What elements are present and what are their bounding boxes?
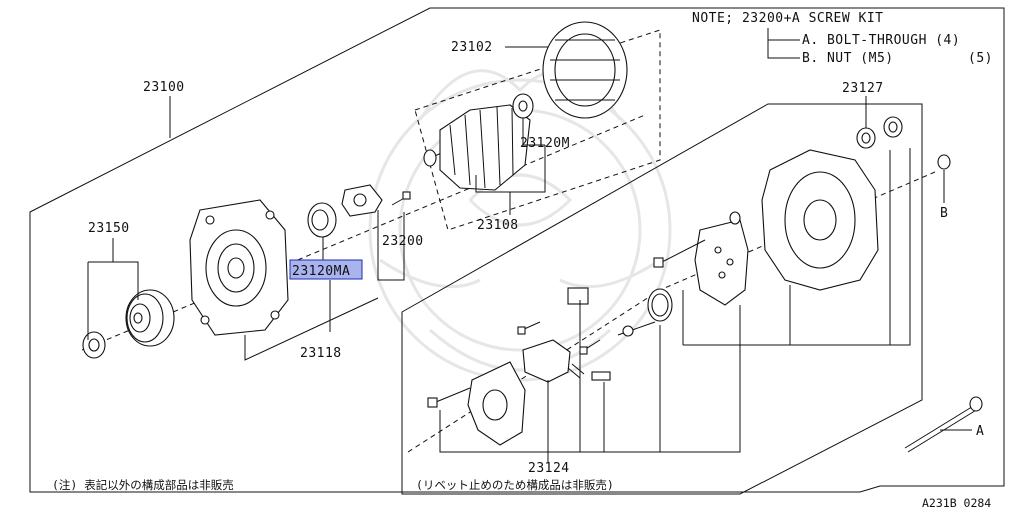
- rotor: [423, 104, 531, 191]
- callout-A: A: [976, 424, 984, 439]
- brush-parts: [567, 321, 656, 381]
- retainer-screw: [391, 191, 411, 206]
- note-bolt-through: A. BOLT-THROUGH (4): [802, 33, 960, 48]
- through-bolt-rear: [653, 239, 706, 268]
- part-23200[interactable]: 23200: [382, 234, 424, 249]
- callout-B: B: [940, 206, 948, 221]
- bearing-retainer: [341, 184, 383, 217]
- part-23150[interactable]: 23150: [88, 221, 130, 236]
- rectifier-plate: [694, 219, 749, 306]
- nut-B: [937, 154, 951, 170]
- rear-subassembly-boundary: [401, 103, 923, 495]
- leader-lines: [87, 28, 972, 462]
- assembly-boundary: [29, 7, 1005, 493]
- screw-kit-note: NOTE; 23200+A SCREW KIT A. BOLT-THROUGH …: [692, 11, 993, 66]
- part-23100[interactable]: 23100: [143, 80, 185, 95]
- o-ring: [647, 288, 673, 322]
- part-23120M[interactable]: 23120M: [520, 136, 570, 151]
- part-23127[interactable]: 23127: [842, 81, 884, 96]
- rear-spacer: [856, 127, 876, 149]
- front-bearing: [307, 202, 337, 238]
- part-23124[interactable]: 23124: [528, 461, 570, 476]
- footnote-left: (注) 表記以外の構成部品は非販売: [52, 478, 234, 492]
- note-nut-qty: (5): [968, 51, 993, 66]
- rear-nut: [883, 116, 903, 138]
- through-bolt-A: [904, 396, 983, 453]
- part-23120MA[interactable]: 23120MA: [292, 264, 350, 279]
- front-group-dashed: [81, 114, 646, 351]
- front-housing: [189, 199, 289, 336]
- part-23118[interactable]: 23118: [300, 346, 342, 361]
- part-23108[interactable]: 23108: [477, 218, 519, 233]
- footnote-center: (リベット止めのため構成品は非販売): [416, 478, 614, 492]
- selected-part-highlight: [289, 259, 363, 280]
- stator: [542, 21, 628, 119]
- rear-cover: [467, 361, 526, 446]
- brush-holder: [522, 287, 589, 383]
- small-washer: [729, 211, 741, 225]
- part-23102[interactable]: 23102: [451, 40, 493, 55]
- pulley-nut: [82, 331, 106, 359]
- rear-housing: [761, 149, 879, 291]
- diagram-code: A231B 0284: [922, 496, 991, 510]
- note-nut: B. NUT (M5): [802, 51, 894, 66]
- cover-bolt: [427, 387, 471, 408]
- pulley: [125, 289, 175, 347]
- rear-bearing: [512, 93, 534, 119]
- note-title: NOTE; 23200+A SCREW KIT: [692, 11, 884, 26]
